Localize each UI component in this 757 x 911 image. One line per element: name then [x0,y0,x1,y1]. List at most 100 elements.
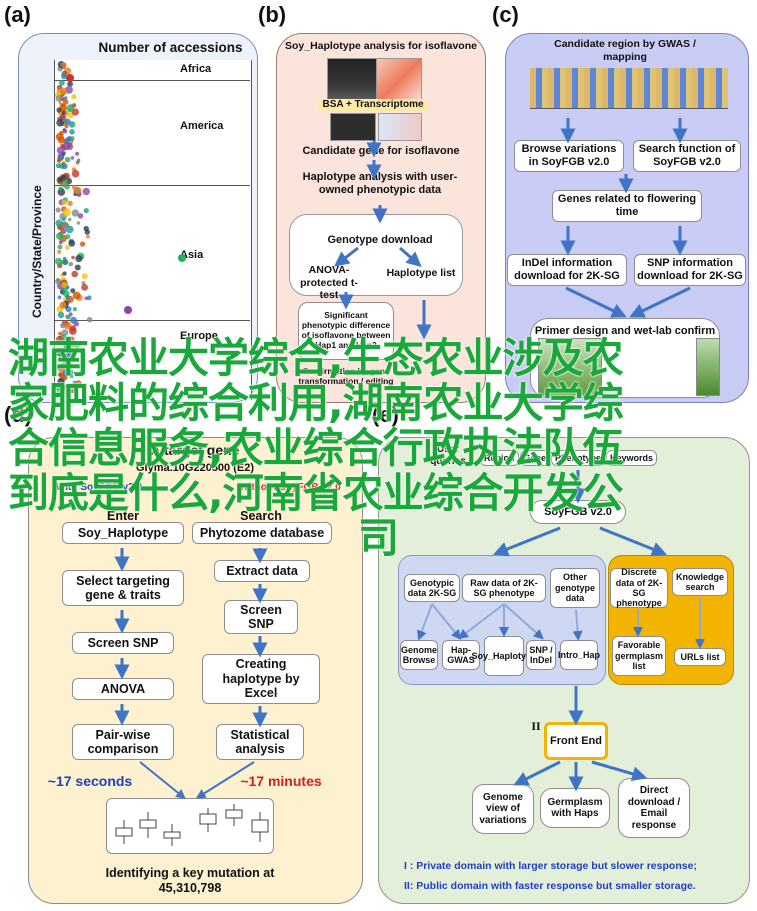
panel-label-b: (b) [258,2,287,27]
accession-dot [73,341,81,348]
accession-dot [61,175,67,180]
gwas-plot-image [530,68,728,109]
accession-dot [124,306,132,314]
accession-dot [68,346,72,350]
time-left: ~17 seconds [47,773,133,789]
genotype-group-box [289,214,463,296]
accession-dot [62,128,68,134]
accession-dot [62,369,70,377]
overlay-watermark-text: 湖南农业大学综合,生态农业涉及农 家肥料的综合利用,湖南农业大学综 合信息服务,… [8,336,748,561]
accession-dot [70,156,75,160]
accession-dot [65,294,70,300]
accession-dot [76,221,81,225]
tab-region[interactable]: Region [480,450,519,466]
accession-dot [70,316,77,324]
accession-dot [86,316,93,323]
select-gene-traits-box: Select targeting gene & traits [62,570,184,606]
genes-flowering-box: Genes related to flowering time [552,190,702,222]
direct-download-box: Direct download / Email response [618,778,690,838]
accession-dot [59,363,66,370]
other-genotype-box: Other genotype data [550,568,600,608]
accession-dot [56,107,62,113]
genotypic-data-box: Genotypic data 2K-SG [404,574,460,602]
accession-dot [61,221,69,230]
panel-c-title: Candidate region by GWAS / mapping [554,38,696,63]
germplasm-haps-box: Germplasm with Haps [540,788,610,828]
overlay-line-3: 合信息服务,农业综合行政执法队伍 [8,424,624,472]
heatmap-image [376,58,422,104]
accession-dot [71,270,78,278]
accession-dot [55,257,63,265]
extract-data-box: Extract data [214,560,310,582]
user-queries-label: User queries [430,444,466,467]
confirmation-label: Confirmation by gene transformation / ed… [298,366,394,387]
accession-dot [83,208,89,214]
tab-keywords[interactable]: Keywords [606,450,658,466]
overlay-line-5: 司 [358,514,399,562]
tab-gene[interactable]: Gene [519,450,551,466]
accession-dot [58,331,62,336]
accession-dot [68,240,76,247]
accession-dot [68,348,76,356]
accession-dot [61,348,65,352]
statistical-analysis-box: Statistical analysis [216,724,304,760]
accession-dot [71,169,80,178]
overlay-line-1: 湖南农业大学综合,生态农业涉及农 [8,334,624,382]
accession-dot [71,184,77,190]
region-africa: Africa [180,63,212,75]
accession-dot [65,234,71,240]
accession-dot [63,384,68,390]
accession-dot [58,186,63,191]
accession-dot [178,254,186,262]
snp-info-box: SNP information download for 2K-SG [634,254,746,286]
accession-dot [57,311,65,319]
left-screen-snp-box: Screen SNP [72,632,174,654]
boxplot-figure [106,798,274,854]
haplotype-analysis-label: Haplotype analysis with user-owned pheno… [302,171,458,197]
accession-dot [61,110,66,115]
accession-dot [56,391,61,396]
genome-view-box: Genome view of variations [472,784,534,834]
accession-dot [55,207,61,213]
accession-dot [68,108,72,112]
accession-dot [72,380,77,385]
intro-hap-box: Intro_Hap [558,640,600,670]
accession-dot [71,209,80,217]
accession-dot [62,271,67,276]
accession-dot [75,151,80,156]
accession-dot [75,380,82,387]
accession-dot [63,96,68,100]
accession-dot [63,344,68,349]
marker-public: II [531,719,541,733]
accession-dot [86,234,90,239]
accession-dot [55,163,61,169]
result-label: Identifying a key mutation at 45,310,798 [105,866,275,895]
accession-dot [77,213,84,219]
accession-dot [61,199,67,206]
accession-dot [84,296,88,301]
bsa-transcriptome-label: BSA + Transcriptome [318,99,428,111]
accession-dot [76,158,81,163]
tab-phenotype[interactable]: Phenotype [551,450,606,466]
accession-dot [71,255,75,260]
plant-photo-1 [538,338,602,396]
accession-dot [71,108,79,116]
genome-browse-box: Genome Browse [400,640,438,670]
overlay-line-2: 家肥料的综合利用,湖南农业大学综 [8,379,624,427]
panel-b-title: Soy_Haplotype analysis for isoflavone [285,40,477,52]
accession-dot [81,273,88,280]
accession-dot [55,385,63,393]
accession-dot [58,372,63,377]
accession-dot [81,284,88,291]
accession-dot [57,377,65,386]
accession-dot [64,245,70,251]
accession-dot [59,130,64,136]
search-function-box: Search function of SoyFGB v2.0 [633,140,741,172]
target-gene-header: A target gene [150,442,240,458]
accession-dot [55,95,63,102]
accession-dot [58,240,63,245]
overlay-line-4: 到底是什么,河南省农业综合开发公 [8,469,624,517]
raw-data-box: Raw data of 2K-SG phenotype [462,574,546,602]
accession-dot [60,323,66,329]
accession-dot [84,229,91,235]
